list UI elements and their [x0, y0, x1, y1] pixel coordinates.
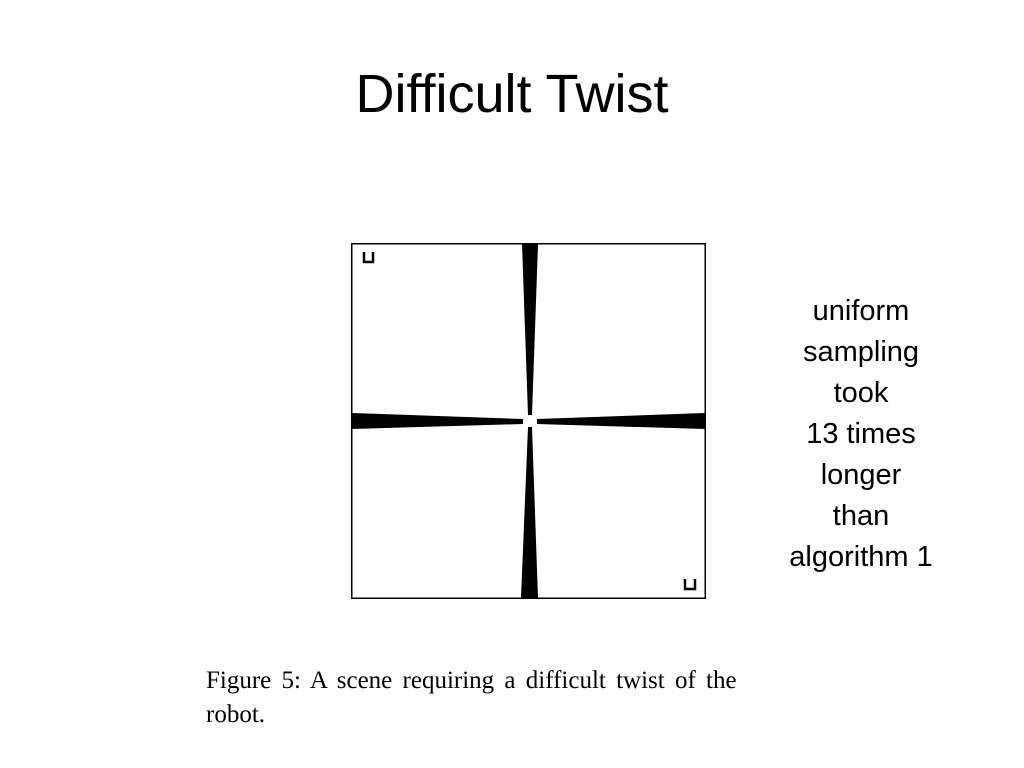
obstacle-horizontal-right [537, 413, 705, 429]
side-note-line: than [832, 500, 890, 532]
scene-figure [351, 243, 706, 599]
slide-title: Difficult Twist [355, 64, 669, 124]
robot-start-marker [362, 252, 375, 264]
figure-caption: Figure 5: A scene requiring a difficult … [206, 664, 866, 732]
side-note-line: took [833, 377, 889, 409]
scene-diagram [351, 243, 706, 599]
side-note-line: uniform [812, 295, 910, 327]
side-note-line: sampling [802, 336, 920, 368]
side-note-line: 13 times [806, 418, 916, 450]
obstacle-vertical-top [522, 244, 538, 415]
side-note-line: algorithm 1 [789, 541, 933, 573]
obstacle-vertical-bottom [521, 427, 538, 598]
robot-goal-marker [683, 579, 697, 591]
caption-line: Figure 5: A scene requiring a difficult … [206, 667, 737, 694]
side-note-line: longer [820, 459, 902, 491]
caption-line: robot. [206, 701, 266, 728]
obstacle-horizontal-left [352, 413, 523, 429]
side-note: uniform sampling took 13 times longer th… [766, 291, 956, 578]
